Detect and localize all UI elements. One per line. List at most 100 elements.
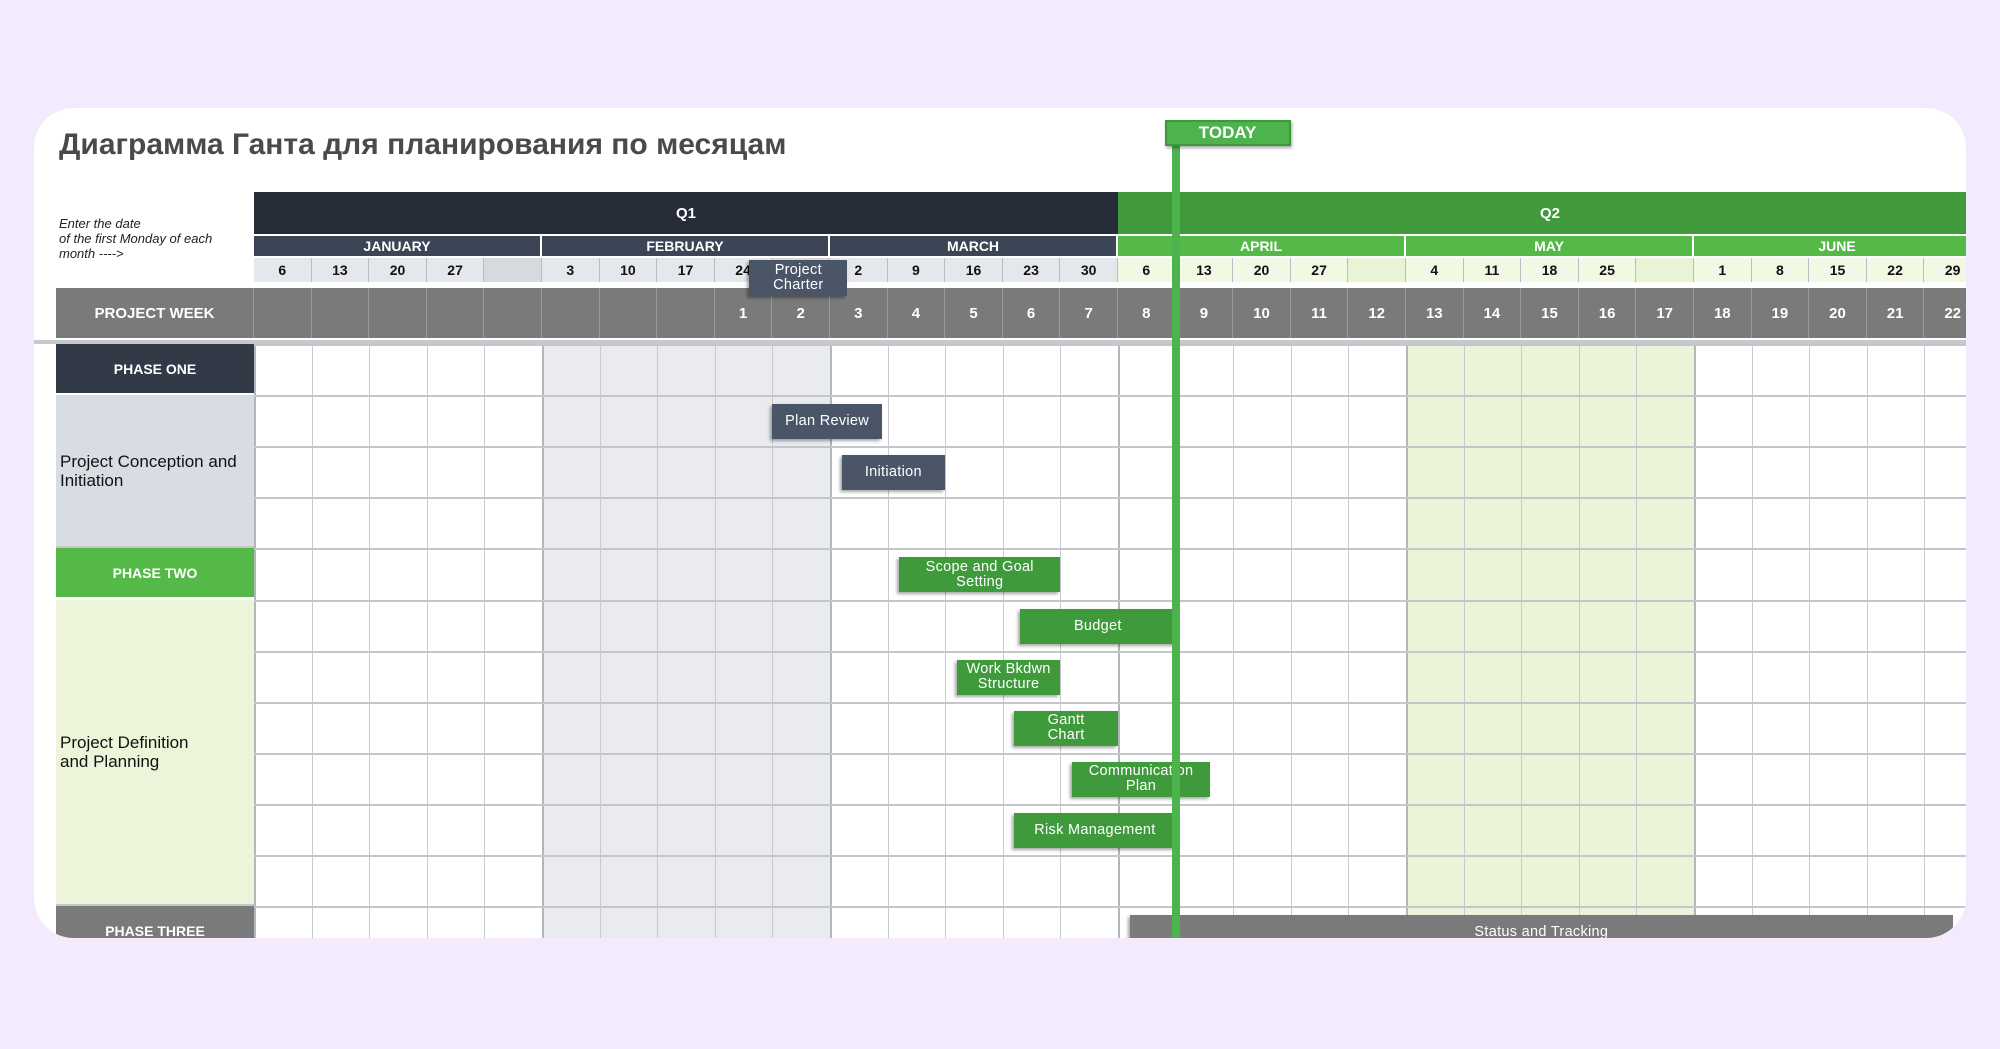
february-shading: [542, 344, 830, 938]
date-cell: 16: [945, 258, 1003, 282]
week-cell: 15: [1521, 288, 1579, 338]
date-cell: 11: [1463, 258, 1522, 282]
week-cell: 5: [945, 288, 1003, 338]
grid-row-line: [254, 752, 1966, 755]
date-cell: 30: [1060, 258, 1118, 282]
date-cell: [1636, 258, 1694, 282]
date-cell: [1348, 258, 1406, 282]
date-cell: 27: [1290, 258, 1349, 282]
task-bar[interactable]: Risk Management: [1014, 812, 1176, 848]
grid-column-line: [1521, 344, 1523, 938]
grid-column-line: [772, 344, 774, 938]
phase-label: PHASE ONE: [56, 344, 254, 396]
week-cell: 18: [1694, 288, 1752, 338]
week-cell: [542, 288, 600, 338]
grid-column-line: [369, 344, 371, 938]
task-bar[interactable]: Budget: [1020, 608, 1176, 644]
grid-column-line: [1002, 344, 1004, 938]
date-cell: 6: [1118, 258, 1176, 282]
date-hint: Enter the date of the first Monday of ea…: [59, 216, 213, 261]
grid-column-line: [484, 344, 486, 938]
task-bar[interactable]: Work Bkdwn Structure: [956, 659, 1061, 695]
date-cell: 23: [1002, 258, 1061, 282]
week-cell: [254, 288, 312, 338]
grid-column-line: [599, 344, 601, 938]
grid-row-line: [254, 599, 1966, 602]
task-bar[interactable]: Initiation: [841, 455, 946, 491]
task-bar[interactable]: Gantt Chart: [1014, 710, 1118, 746]
task-bar[interactable]: Plan Review: [772, 404, 882, 440]
month-january: JANUARY: [254, 236, 542, 256]
date-cell: 17: [657, 258, 715, 282]
date-cell: 27: [426, 258, 485, 282]
grid-row-line: [254, 344, 1966, 346]
grid-column-line: [1290, 344, 1292, 938]
today-line: [1171, 140, 1180, 938]
grid-column-line: [1694, 344, 1696, 938]
grid-column-line: [1809, 344, 1811, 938]
week-cell: 2: [772, 288, 830, 338]
today-marker[interactable]: TODAY: [1164, 120, 1291, 146]
grid-column-line: [1751, 344, 1753, 938]
week-cell: [657, 288, 715, 338]
task-bar[interactable]: Project Charter: [749, 260, 848, 296]
date-cell: 6: [254, 258, 312, 282]
grid-row-line: [254, 446, 1966, 449]
week-cell: 16: [1578, 288, 1637, 338]
date-cell: 4: [1406, 258, 1464, 282]
grid-row-line: [254, 701, 1966, 704]
chart-title: Диаграмма Ганта для планирования по меся…: [59, 128, 787, 161]
month-april: APRIL: [1118, 236, 1406, 256]
grid-column-line: [945, 344, 947, 938]
week-cell: 21: [1866, 288, 1925, 338]
week-cell: [484, 288, 542, 338]
date-cell: 3: [542, 258, 600, 282]
task-bar[interactable]: Communication Plan: [1071, 761, 1211, 797]
grid-column-line: [1866, 344, 1868, 938]
week-cell: 11: [1290, 288, 1349, 338]
grid-column-line: [830, 344, 832, 938]
date-cell: 15: [1809, 258, 1867, 282]
date-cell: 25: [1578, 258, 1637, 282]
month-march: MARCH: [830, 236, 1118, 256]
task-bar[interactable]: Status and Tracking: [1129, 915, 1954, 938]
month-february: FEBRUARY: [542, 236, 830, 256]
grid-column-line: [657, 344, 659, 938]
quarter-q1: Q1: [254, 192, 1118, 234]
date-cell: 29: [1924, 258, 1966, 282]
week-cell: [369, 288, 427, 338]
week-cell: 9: [1175, 288, 1234, 338]
week-cell: 3: [830, 288, 888, 338]
grid-column-line: [1348, 344, 1350, 938]
quarter-q2: Q2: [1118, 192, 1966, 234]
week-cell: 1: [714, 288, 773, 338]
phase-group-label: Project Definition and Planning: [56, 599, 254, 907]
grid-column-line: [1233, 344, 1235, 938]
grid-column-line: [254, 344, 256, 938]
grid-row-line: [254, 548, 1966, 551]
phase-group-label: Project Conception and Initiation: [56, 395, 254, 549]
task-bar[interactable]: Scope and Goal Setting: [899, 557, 1061, 593]
week-cell: 19: [1751, 288, 1810, 338]
week-cell: [599, 288, 658, 338]
date-cell: [484, 258, 542, 282]
grid-row-line: [254, 803, 1966, 806]
grid-column-line: [887, 344, 889, 938]
week-cell: [426, 288, 485, 338]
grid-row-line: [254, 395, 1966, 398]
date-cell: 13: [311, 258, 370, 282]
week-cell: 12: [1348, 288, 1406, 338]
month-may: MAY: [1406, 236, 1694, 256]
date-cell: 8: [1751, 258, 1810, 282]
may-shading: [1406, 344, 1694, 938]
week-cell: 20: [1809, 288, 1867, 338]
date-cell: 20: [1233, 258, 1291, 282]
header-separator: [34, 340, 1966, 344]
date-cell: 22: [1866, 258, 1925, 282]
week-cell: 14: [1463, 288, 1522, 338]
week-cell: 10: [1233, 288, 1291, 338]
grid-column-line: [1924, 344, 1926, 938]
week-cell: [311, 288, 370, 338]
grid-row-line: [254, 650, 1966, 653]
grid-column-line: [542, 344, 544, 938]
